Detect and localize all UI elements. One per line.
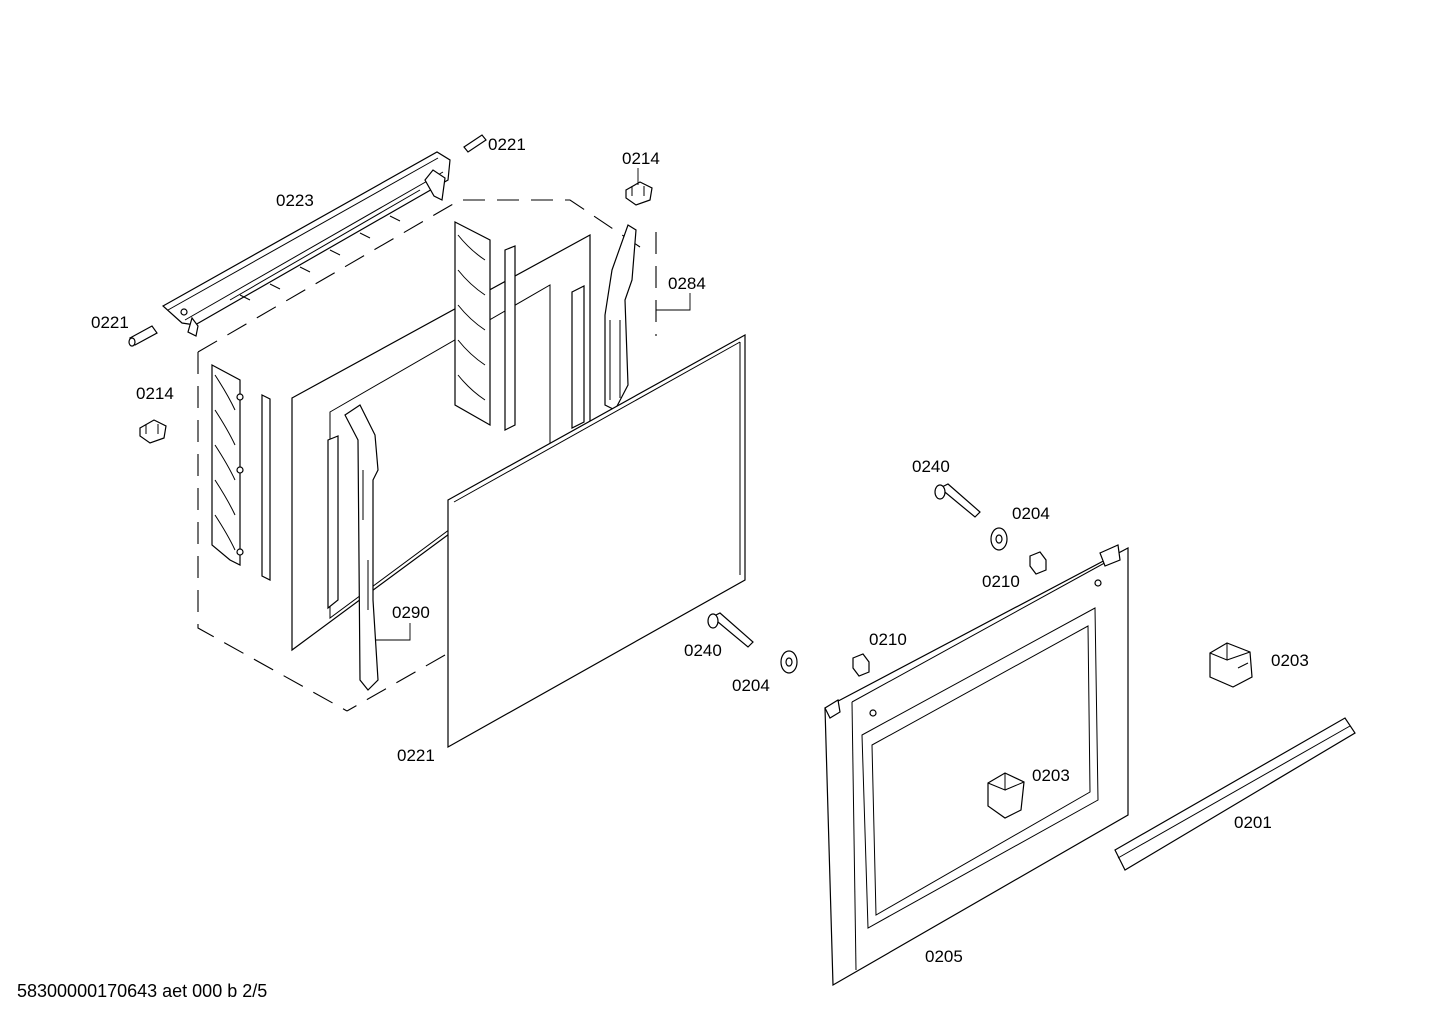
- label-block-on-door: 0203: [1032, 766, 1070, 785]
- label-hinge-left: 0290: [392, 603, 430, 622]
- pin-left: [128, 325, 158, 347]
- dashed-assembly-outline: [197, 199, 657, 712]
- block-loose: [1209, 642, 1253, 688]
- label-outer-door: 0205: [925, 947, 963, 966]
- label-top-trim: 0223: [276, 191, 314, 210]
- label-spacer-lower: 0210: [869, 630, 907, 649]
- label-pin-top: 0221: [488, 135, 526, 154]
- left-vane-bracket: [211, 363, 271, 581]
- leader-lines: [375, 168, 691, 641]
- washer-upper: [990, 527, 1008, 551]
- label-clip-left: 0214: [136, 384, 174, 403]
- screw-lower: [707, 612, 754, 648]
- label-screw-lower: 0240: [684, 641, 722, 660]
- clip-top: [625, 181, 653, 206]
- outer-door: [824, 544, 1129, 987]
- label-screw-upper: 0240: [912, 457, 950, 476]
- label-hinge-right: 0284: [668, 274, 706, 293]
- label-handle-strip: 0201: [1234, 813, 1272, 832]
- block-on-door: [987, 772, 1025, 819]
- pin-top: [463, 134, 487, 153]
- hinge-right: [604, 224, 637, 411]
- label-washer-upper: 0204: [1012, 504, 1050, 523]
- clip-left: [139, 419, 167, 444]
- label-pin-left: 0221: [91, 313, 129, 332]
- label-glass-pane: 0221: [397, 746, 435, 765]
- footer-drawing-code: 58300000170643 aet 000 b 2/5: [17, 981, 267, 1001]
- hinge-left: [344, 404, 379, 691]
- label-clip-top: 0214: [622, 149, 660, 168]
- screw-upper: [934, 483, 981, 518]
- spacer-lower: [852, 653, 870, 677]
- label-block-loose: 0203: [1271, 651, 1309, 670]
- rear-vane-bracket: [454, 221, 585, 431]
- handle-strip: [1114, 717, 1356, 871]
- glass-pane: [447, 333, 746, 749]
- top-trim-bar: [161, 151, 451, 337]
- label-washer-lower: 0204: [732, 676, 770, 695]
- spacer-upper: [1029, 551, 1047, 575]
- washer-lower: [780, 650, 798, 674]
- label-spacer-upper: 0210: [982, 572, 1020, 591]
